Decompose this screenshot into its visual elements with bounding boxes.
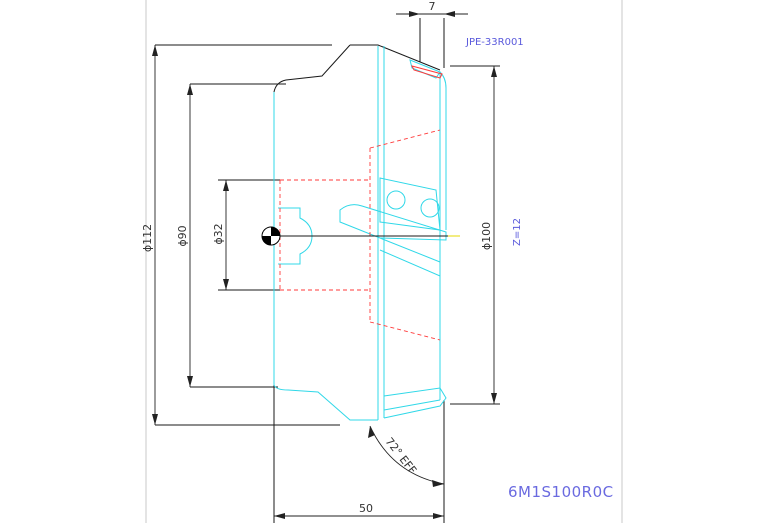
insert-outline-red bbox=[411, 65, 443, 79]
tool-body-outline bbox=[155, 18, 445, 523]
part-number-label: 6M1S100R0C bbox=[508, 483, 614, 501]
teeth-count-label: Z=12 bbox=[512, 218, 523, 246]
hidden-lines bbox=[279, 129, 441, 341]
label-angle: 72° EFF bbox=[383, 435, 419, 477]
dimension-d32 bbox=[223, 180, 229, 290]
label-d112: ϕ112 bbox=[141, 224, 154, 252]
dimension-insert-width bbox=[396, 11, 468, 17]
center-mark-icon bbox=[261, 226, 281, 246]
dimension-angle bbox=[368, 425, 445, 487]
dimension-d112 bbox=[152, 45, 158, 425]
part-ref-label: JPE-33R001 bbox=[465, 37, 524, 48]
tool-geometry-cyan bbox=[273, 46, 447, 421]
label-length: 50 bbox=[359, 502, 373, 515]
label-d100: ϕ100 bbox=[480, 222, 493, 250]
dimension-d100 bbox=[450, 65, 500, 405]
dimension-length bbox=[274, 513, 444, 519]
label-insert-width: 7 bbox=[429, 0, 436, 13]
label-d90: ϕ90 bbox=[176, 225, 189, 246]
label-d32: ϕ32 bbox=[212, 223, 225, 244]
dimension-d90 bbox=[187, 84, 193, 387]
